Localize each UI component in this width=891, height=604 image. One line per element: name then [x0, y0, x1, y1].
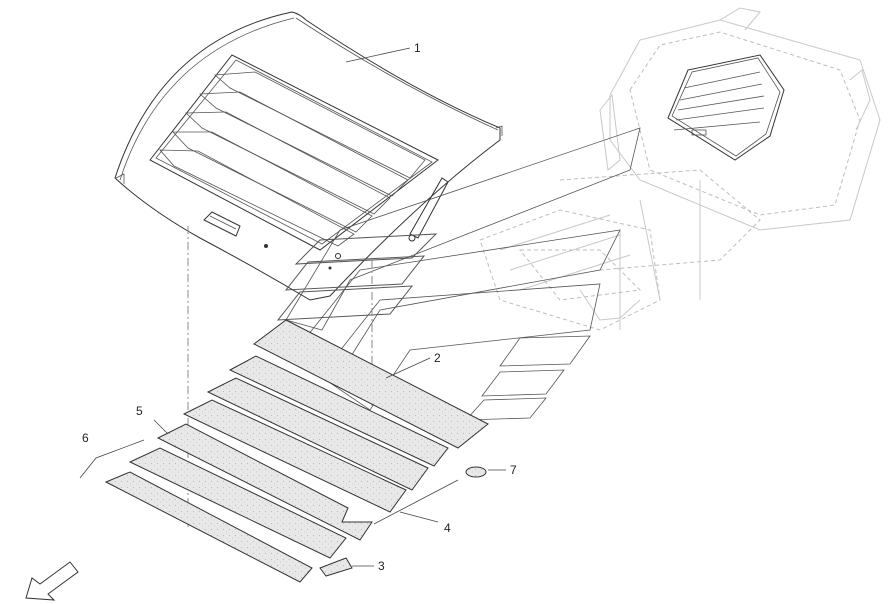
arrow-down-left-icon [25, 561, 79, 601]
machine-outline [479, 7, 881, 331]
callout-7: 7 [510, 463, 517, 477]
felt-pad-e [128, 447, 347, 559]
callout-1: 1 [414, 41, 421, 55]
round-pad-part-7 [465, 466, 487, 478]
pad-stack-ghost [276, 127, 641, 421]
leaders [79, 47, 506, 567]
felt-pad-b [206, 377, 429, 491]
felt-pad-c [182, 399, 407, 513]
alignment-lines [187, 226, 373, 530]
felt-pad-d [156, 423, 373, 541]
callout-4: 4 [444, 521, 451, 535]
felt-pad-2 [253, 319, 489, 449]
callout-6: 6 [82, 431, 89, 445]
felt-pad-f [104, 471, 313, 583]
callout-2: 2 [434, 351, 441, 365]
small-pad-part-3 [319, 557, 353, 577]
felt-pad-a [228, 355, 449, 467]
callout-5: 5 [136, 404, 143, 418]
callout-3: 3 [378, 559, 385, 573]
cover-part-1 [114, 11, 503, 301]
machine-grille [667, 54, 785, 161]
felt-pads [104, 319, 489, 583]
